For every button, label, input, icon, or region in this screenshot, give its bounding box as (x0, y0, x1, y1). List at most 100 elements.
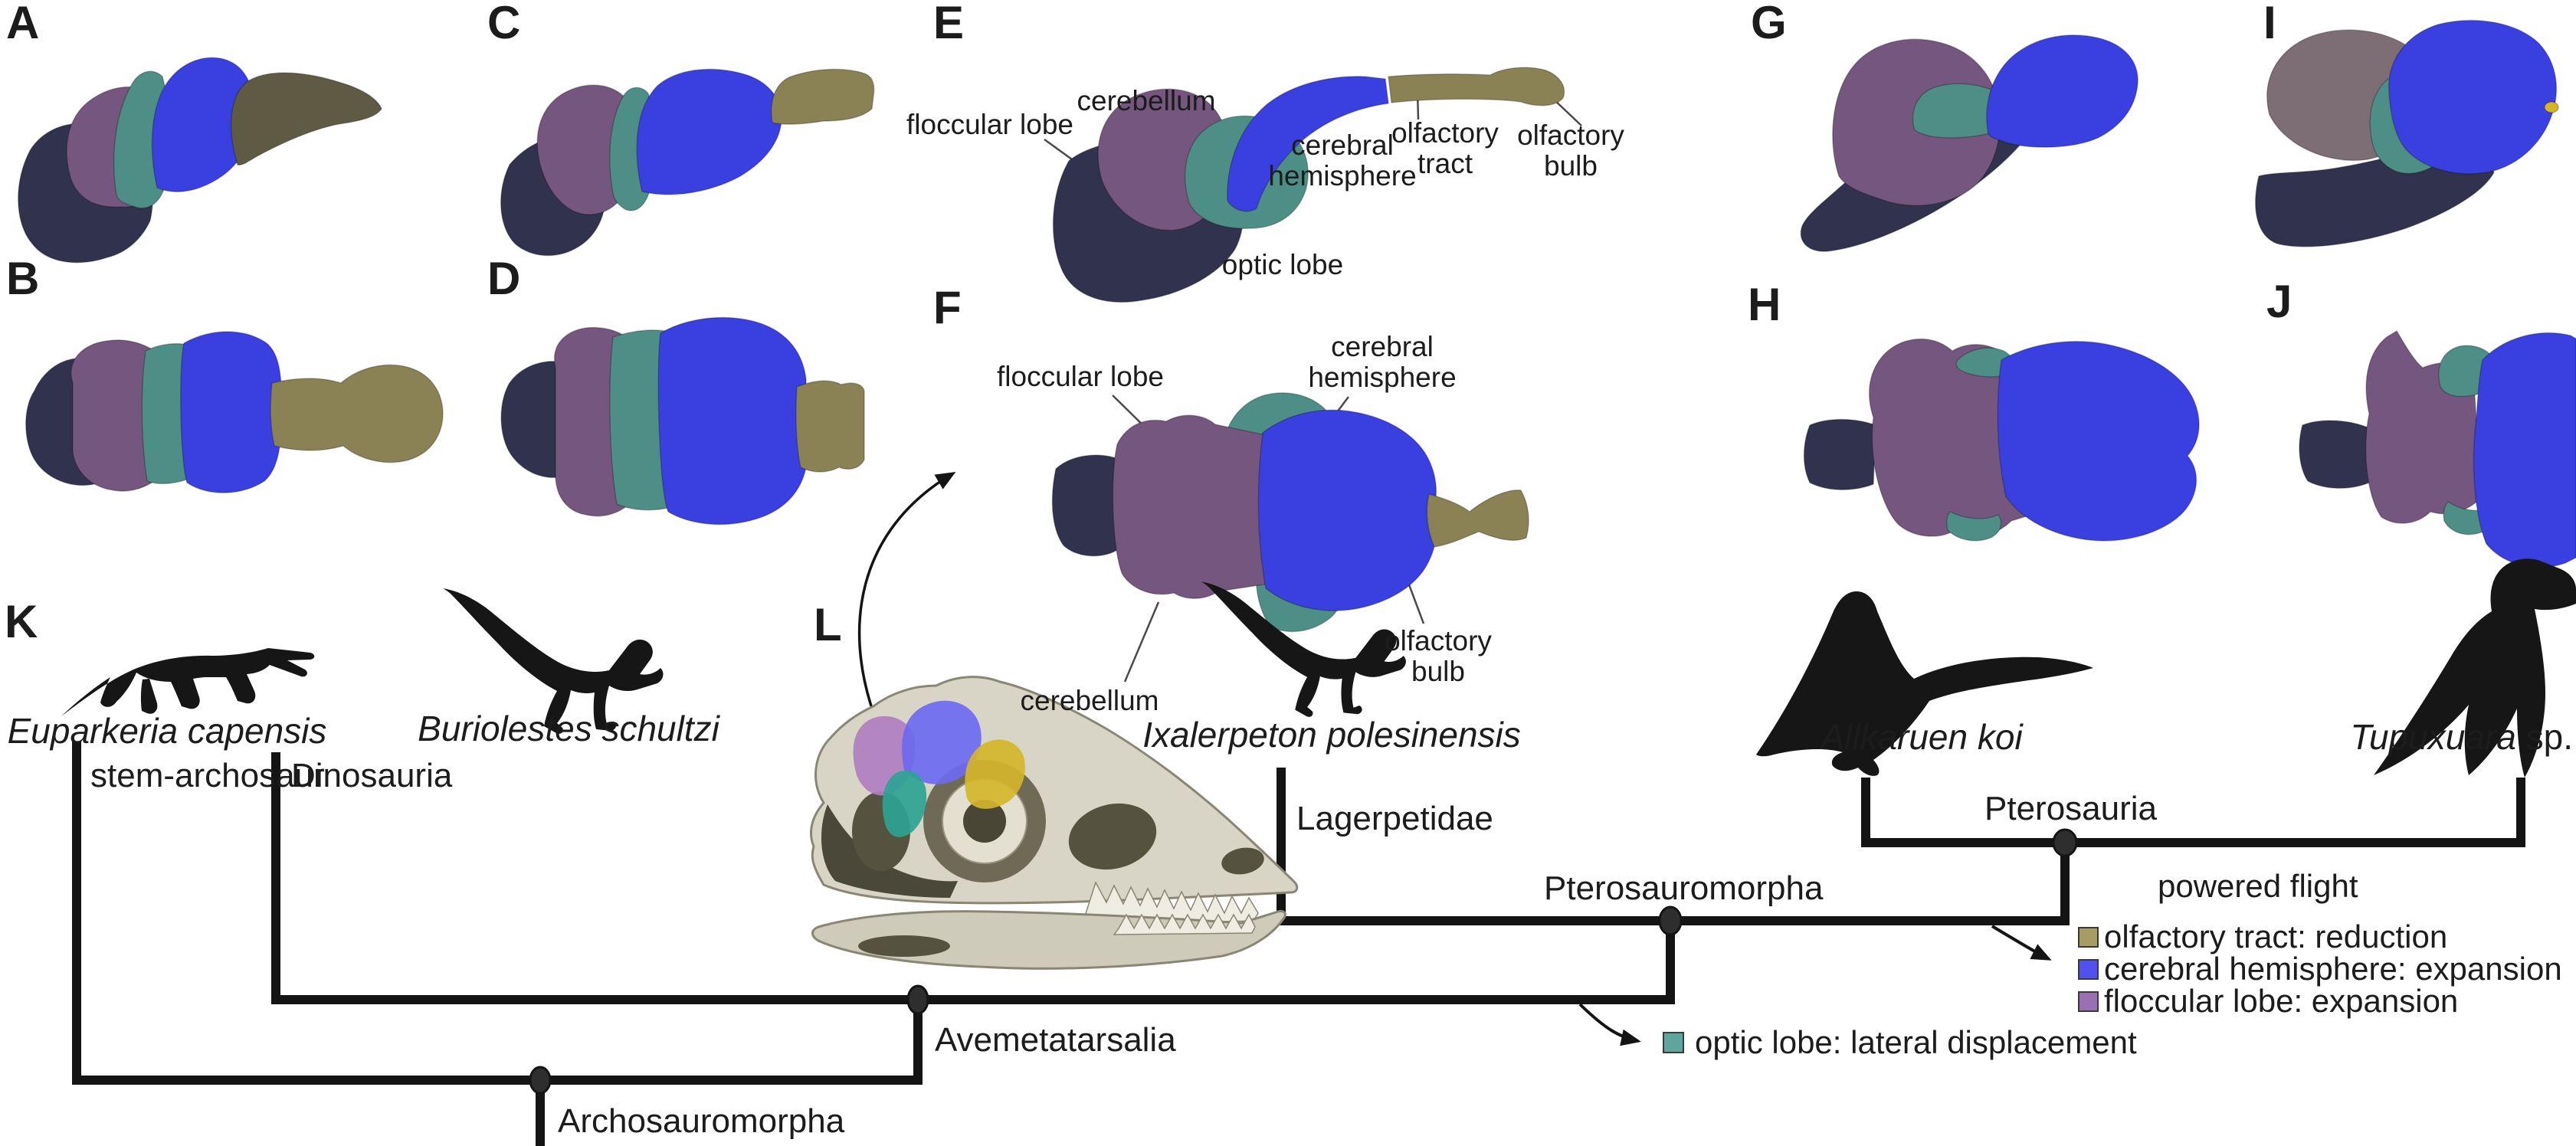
label-f-floccular-lobe: floccular lobe (996, 361, 1165, 392)
species-allkaruen: Allkaruen koi (1821, 717, 2023, 757)
panel-letter-b: B (6, 253, 40, 304)
tree-nodes (529, 828, 2078, 1095)
label-line: bulb (1544, 149, 1598, 182)
endocast-b-cerebral (180, 331, 283, 493)
label-e-floccular-lobe: floccular lobe (906, 109, 1074, 140)
panel-letter-e: E (933, 0, 965, 48)
label-f-cerebellum: cerebellum (1020, 685, 1159, 716)
clade-dinosauria: Dinosauria (291, 757, 453, 794)
species-tupuxuara-genus: Tupuxuara (2350, 717, 2516, 757)
endocast-a-euparkeria-lateral (18, 57, 382, 264)
endocast-g-cerebral (1986, 34, 2138, 148)
endocast-d-cerebral (657, 316, 807, 526)
legend-floccular-expansion: floccular lobe: expansion (2104, 983, 2459, 1019)
arrow-pterosauromorpha-to-legend (1991, 925, 2052, 961)
skull-brain-optic-patch (882, 770, 927, 837)
node-archosauromorpha (529, 1066, 552, 1095)
skull-brain-olfactory-patch (965, 739, 1025, 809)
tupuxuara-silhouette (2374, 558, 2576, 778)
label-line: olfactory (1385, 625, 1492, 656)
endocast-c-cerebral (636, 68, 782, 195)
panel-letter-h: H (1748, 279, 1781, 330)
legend-olfactory-reduction: olfactory tract: reduction (2104, 918, 2448, 954)
skull-orbit-hole (963, 800, 1006, 843)
clade-pterosauria: Pterosauria (1984, 790, 2158, 827)
endocast-f-cerebral (1257, 409, 1437, 611)
endocast-c-buriolestes-lateral (500, 68, 875, 257)
clade-archosauromorpha: Archosauromorpha (558, 1102, 845, 1140)
endocast-i-tupuxuara-lateral (2254, 19, 2559, 247)
label-line: olfactory (1517, 120, 1624, 151)
clade-pterosauromorpha: Pterosauromorpha (1544, 869, 1824, 907)
panel-letter-f: F (933, 282, 962, 333)
endocast-h-allkaruen-dorsal (1803, 338, 2200, 542)
species-ixalerpeton: Ixalerpeton polesinensis (1142, 715, 1521, 755)
endocast-h-optic-bottom (1946, 511, 2002, 542)
label-line: hemisphere (1308, 361, 1457, 393)
clade-avemetatarsalia: Avemetatarsalia (935, 1021, 1176, 1059)
panel-letter-j: J (2266, 276, 2293, 327)
label-e-olfactory-tract: olfactory tract (1391, 118, 1499, 179)
species-tupuxuara-sp: sp. (2515, 717, 2573, 757)
skull-brain-cerebral-patch (902, 700, 982, 784)
panel-letter-c: C (487, 0, 521, 48)
legend-optic-displacement: optic lobe: lateral displacement (1695, 1024, 2137, 1060)
panel-letter-g: G (1751, 0, 1787, 48)
tree-pterosauria-branch (1861, 778, 2525, 847)
label-line: hemisphere (1268, 159, 1417, 192)
node-avemetatarsalia (906, 984, 929, 1015)
label-line: olfactory (1391, 117, 1499, 149)
label-e-olfactory-bulb: olfactory bulb (1517, 120, 1624, 182)
endocast-d-buriolestes-dorsal (500, 316, 865, 526)
endocast-b-olfactory (270, 364, 444, 463)
panel-letter-a: A (6, 0, 40, 48)
legend-cerebral-expansion: cerebral hemisphere: expansion (2104, 951, 2562, 987)
endocast-d-olfactory (795, 380, 865, 473)
legend-powered-flight: powered flight (2158, 868, 2358, 904)
endocast-j-hindbrain (2299, 420, 2372, 489)
endocast-f-ixalerpeton-dorsal (1051, 392, 1529, 633)
species-buriolestes: Buriolestes schultzi (418, 709, 719, 748)
endocast-e-olfactory (1388, 67, 1565, 106)
silhouettes (61, 558, 2576, 778)
tree-avemetatarsalia-branch (271, 752, 1675, 1004)
endocast-c-olfactory (770, 68, 875, 125)
allkaruen-silhouette (1756, 591, 2093, 776)
node-pterosauria (2052, 828, 2078, 857)
panel-letter-d: D (487, 253, 521, 304)
node-pterosauromorpha (1658, 905, 1683, 936)
species-euparkeria: Euparkeria capensis (7, 711, 327, 751)
legend-swatch-purple (2078, 991, 2099, 1012)
endocast-e-ixalerpeton-lateral (1052, 67, 1565, 303)
label-f-olfactory-bulb: olfactory bulb (1385, 626, 1492, 687)
endocast-f-cerebellum (1112, 414, 1270, 599)
label-e-cerebral-hemisphere: cerebral hemisphere (1268, 130, 1416, 192)
species-tupuxuara: Tupuxuara sp. (2350, 717, 2573, 757)
endocast-a-olfactory (230, 72, 382, 166)
legend-swatch-teal (1663, 1032, 1684, 1053)
endocast-h-hindbrain (1803, 418, 1876, 490)
endocast-j-tupuxuara-dorsal (2299, 329, 2576, 568)
clade-stem-archosaur: stem-archosaur (90, 757, 325, 794)
label-line: tract (1417, 147, 1473, 179)
arrow-avemetatarsalia-to-optic (1578, 1003, 1641, 1046)
buriolestes-silhouette (443, 588, 664, 734)
panel-letter-i: I (2263, 0, 2276, 48)
skull-mandibular-fenestra (858, 935, 950, 957)
legend-swatch-olive (2078, 927, 2099, 948)
skull-shadow-back (821, 804, 958, 898)
skull-ixalerpeton (809, 676, 1299, 970)
endocast-b-euparkeria-dorsal (25, 331, 444, 493)
endocast-j-cerebral (2473, 332, 2576, 568)
euparkeria-leg-extra (140, 679, 158, 714)
skull-antorbital-fenestra (1068, 803, 1157, 870)
label-f-cerebral-hemisphere: cerebral hemisphere (1308, 332, 1456, 393)
endocast-f-olfactory (1426, 490, 1529, 548)
endocast-i-olfactory-nub (2544, 101, 2559, 113)
label-line: cerebral (1331, 331, 1434, 362)
panel-letter-l: L (814, 599, 842, 650)
panel-letter-k: K (5, 596, 38, 647)
label-line: cerebral (1291, 129, 1394, 161)
